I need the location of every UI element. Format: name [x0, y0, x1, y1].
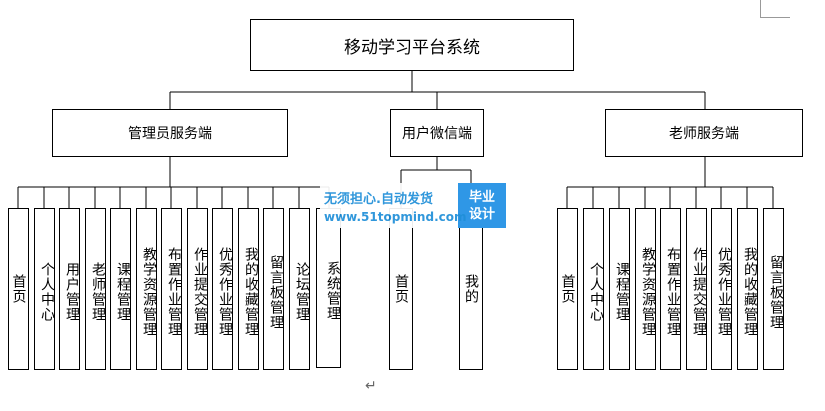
leaf-label: 老师管理 [90, 262, 106, 322]
leaf-label: 首页 [10, 274, 27, 304]
leaf-label: 系统管理 [325, 261, 341, 321]
leaf-label: 用户管理 [64, 262, 80, 322]
watermark-banner: 无须担心.自动发货 www.51topmind.com 毕业 设计 [320, 183, 506, 228]
branch-admin: 管理员服务端 [52, 109, 288, 157]
branch-admin-label: 管理员服务端 [128, 126, 212, 142]
leaf-label: 论坛管理 [294, 262, 310, 322]
leaf-teacher-home: 首页 [557, 208, 578, 370]
leaf-wechat-mine: 我的 [459, 208, 483, 370]
watermark-badge-line1: 毕业 [468, 189, 495, 205]
leaf-label: 个人中心 [39, 262, 55, 322]
leaf-admin-home: 首页 [8, 208, 29, 370]
paragraph-return-mark: ↵ [365, 378, 377, 394]
leaf-teacher-assign-mgmt: 布置作业管理 [660, 208, 681, 370]
root-node: 移动学习平台系统 [250, 19, 574, 71]
watermark-line1: 无须担心.自动发货 [324, 191, 433, 207]
leaf-admin-resource-mgmt: 教学资源管理 [136, 208, 157, 370]
leaf-label: 作业提交管理 [691, 247, 707, 337]
leaf-label: 布置作业管理 [665, 247, 681, 337]
leaf-teacher-profile: 个人中心 [583, 208, 604, 370]
leaf-teacher-course-mgmt: 课程管理 [609, 208, 630, 370]
leaf-admin-excellent-mgmt: 优秀作业管理 [212, 208, 233, 370]
leaf-admin-submit-mgmt: 作业提交管理 [187, 208, 208, 370]
leaf-label: 教学资源管理 [141, 247, 157, 337]
leaf-teacher-favorite-mgmt: 我的收藏管理 [737, 208, 758, 370]
leaf-label: 留言板管理 [768, 254, 784, 330]
leaf-label: 留言板管理 [268, 254, 284, 330]
watermark-text-block: 无须担心.自动发货 www.51topmind.com [320, 183, 467, 228]
leaf-admin-forum-mgmt: 论坛管理 [289, 208, 310, 370]
leaf-label: 个人中心 [588, 262, 604, 322]
leaf-admin-teacher-mgmt: 老师管理 [85, 208, 106, 370]
branch-teacher: 老师服务端 [605, 109, 803, 157]
watermark-badge: 毕业 设计 [458, 183, 506, 228]
leaf-label: 我的 [463, 274, 479, 304]
leaf-label: 课程管理 [115, 262, 131, 322]
root-label: 移动学习平台系统 [344, 37, 480, 58]
leaf-label: 我的收藏管理 [742, 247, 758, 337]
branch-wechat: 用户微信端 [390, 109, 484, 157]
leaf-label: 优秀作业管理 [217, 247, 233, 337]
leaf-label: 首页 [559, 274, 576, 304]
leaf-wechat-home: 首页 [389, 208, 413, 370]
leaf-admin-favorite-mgmt: 我的收藏管理 [238, 208, 259, 370]
leaf-label: 优秀作业管理 [716, 247, 732, 337]
leaf-label: 我的收藏管理 [243, 247, 259, 337]
leaf-teacher-excellent-mgmt: 优秀作业管理 [711, 208, 732, 370]
leaf-admin-assign-mgmt: 布置作业管理 [161, 208, 182, 370]
leaf-teacher-resource-mgmt: 教学资源管理 [635, 208, 656, 370]
leaf-label: 作业提交管理 [192, 247, 208, 337]
leaf-teacher-submit-mgmt: 作业提交管理 [686, 208, 707, 370]
watermark-line2: www.51topmind.com [324, 209, 467, 224]
leaf-admin-system-mgmt: 系统管理 [316, 208, 341, 368]
leaf-admin-profile: 个人中心 [34, 208, 55, 370]
leaf-teacher-message-mgmt: 留言板管理 [763, 208, 784, 370]
leaf-label: 教学资源管理 [640, 247, 656, 337]
leaf-admin-message-mgmt: 留言板管理 [263, 208, 284, 370]
leaf-label: 课程管理 [614, 262, 630, 322]
leaf-label: 首页 [393, 274, 409, 304]
branch-teacher-label: 老师服务端 [669, 126, 739, 142]
leaf-admin-user-mgmt: 用户管理 [59, 208, 80, 370]
page-corner-mark [760, 0, 790, 18]
watermark-badge-line2: 设计 [468, 206, 495, 222]
branch-wechat-label: 用户微信端 [402, 126, 472, 142]
leaf-label: 布置作业管理 [166, 247, 182, 337]
leaf-admin-course-mgmt: 课程管理 [110, 208, 131, 370]
